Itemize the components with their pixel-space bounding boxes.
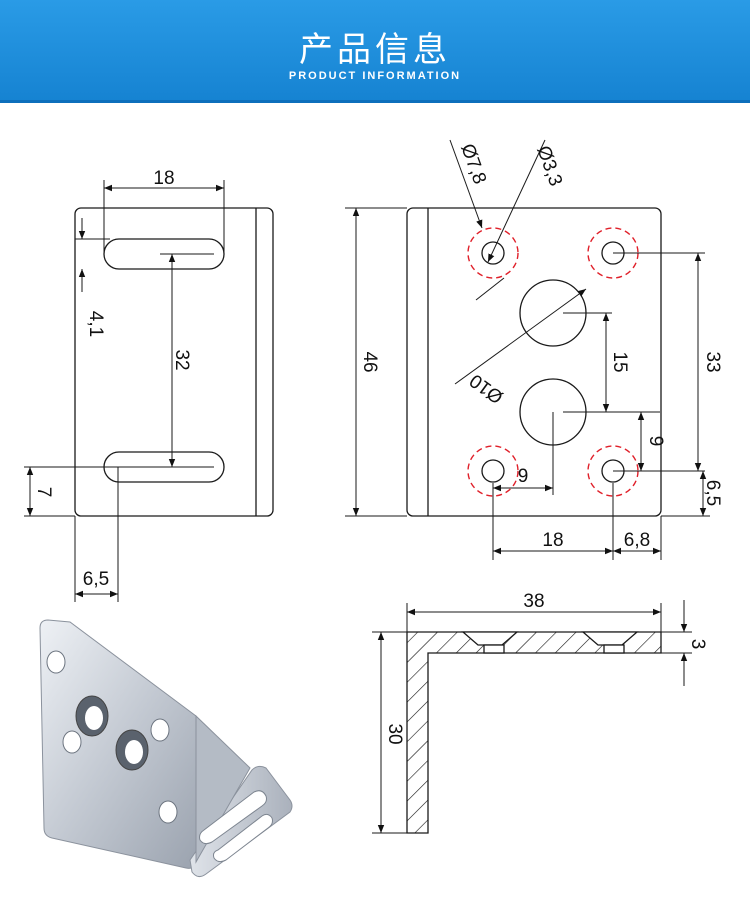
product-photo bbox=[39, 619, 293, 878]
dim-small-hole-label: Ø7,8 bbox=[456, 141, 490, 187]
side-plate-outline bbox=[406, 207, 662, 517]
dim-height-label: 46 bbox=[359, 351, 380, 372]
big-hole-leader bbox=[454, 288, 587, 385]
dim-hole-3-label: Ø3,3 bbox=[532, 143, 566, 189]
dim-big-hole-label: Ø10 bbox=[466, 369, 507, 407]
dim-offset-vertical-label: 9 bbox=[645, 436, 666, 447]
dim-hole-distance-label: 18 bbox=[542, 530, 563, 551]
countersink-bottom-left bbox=[467, 445, 519, 497]
front-plate-outline bbox=[74, 207, 274, 517]
dim-slot-spacing-label: 32 bbox=[171, 349, 192, 370]
dim-big-spacing-label: 15 bbox=[609, 351, 630, 372]
hole-top-left bbox=[481, 241, 505, 265]
dim-slot-offset-label: 4,1 bbox=[85, 311, 106, 337]
side-view bbox=[345, 139, 710, 560]
dim-left-label: 6,5 bbox=[83, 569, 109, 590]
page-subtitle: PRODUCT INFORMATION bbox=[288, 70, 462, 82]
countersink-top-left bbox=[467, 227, 519, 279]
header-underline bbox=[0, 100, 750, 103]
upper-slot bbox=[103, 238, 225, 270]
section-view bbox=[372, 600, 692, 834]
dim-thickness-label: 3 bbox=[687, 639, 708, 650]
section-profile bbox=[406, 631, 662, 834]
dim-hole-spacing-label: 33 bbox=[702, 351, 723, 372]
dim-section-height-label: 30 bbox=[384, 723, 405, 744]
dim-width-label: 18 bbox=[153, 168, 174, 189]
dim-offset-horizontal-label: 9 bbox=[518, 466, 529, 487]
front-view bbox=[24, 180, 274, 602]
dim-right-edge-label: 6,8 bbox=[624, 530, 650, 551]
hole-bottom-left bbox=[481, 459, 505, 483]
dim-length-label: 38 bbox=[523, 591, 544, 612]
page-title: 产品信息 bbox=[299, 30, 451, 70]
dim-bottom-label: 7 bbox=[33, 487, 54, 498]
dim-bottom-edge-label: 6,5 bbox=[702, 480, 723, 506]
page-header bbox=[0, 0, 750, 100]
